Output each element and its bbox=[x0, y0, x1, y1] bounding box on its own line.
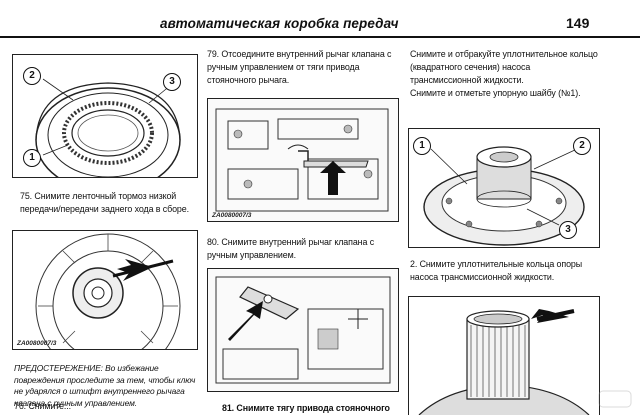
callout-2: 2 bbox=[573, 137, 591, 155]
figure-valve-lever-linkage: ZA0080007/3 bbox=[207, 98, 399, 222]
text-step-79: 79. Отсоедините внутренний рычаг клапана… bbox=[207, 49, 392, 85]
callout-3: 3 bbox=[163, 73, 181, 91]
callout-1: 1 bbox=[413, 137, 431, 155]
figure-ring-gear: ZA0080007/3 bbox=[12, 230, 198, 350]
caption-step-75: 75. Снимите ленточный тормоз низкой пере… bbox=[20, 191, 189, 214]
figure-pump-support-rings bbox=[408, 296, 600, 415]
caution-note: ПРЕДОСТЕРЕЖЕНИЕ: Во избежание повреждени… bbox=[14, 363, 196, 408]
watermark-logo bbox=[598, 390, 632, 408]
figure-code: ZA0080007/3 bbox=[212, 212, 252, 219]
text-step-2: 2. Снимите уплотнительные кольца опоры н… bbox=[410, 259, 583, 282]
text-step-81: 81. Снимите тягу привода стояночного bbox=[222, 403, 390, 413]
text-remove-thrust-washer: Снимите и отметьте упорную шайбу (№1). bbox=[410, 88, 581, 98]
manual-valve-illustration bbox=[208, 269, 398, 391]
running-header-title: автоматическая коробка передач bbox=[160, 16, 399, 31]
band-brake-illustration bbox=[35, 78, 181, 177]
text-step-80: 80. Снимите внутренний рычаг клапана с р… bbox=[207, 237, 375, 260]
page-number: 149 bbox=[566, 15, 590, 31]
pump-support-illustration bbox=[423, 146, 585, 246]
figure-pump-support: 1 2 3 bbox=[408, 128, 600, 248]
figure-code: ZA0080007/3 bbox=[17, 340, 57, 347]
header-rule bbox=[0, 36, 640, 38]
text-remove-o-ring: Снимите и отбракуйте уплотнительное коль… bbox=[410, 49, 598, 85]
callout-3: 3 bbox=[559, 221, 577, 239]
next-step-fragment: 76. Снимите... bbox=[14, 401, 72, 411]
callout-2: 2 bbox=[23, 67, 41, 85]
callout-1: 1 bbox=[23, 149, 41, 167]
figure-manual-valve-lever bbox=[207, 268, 399, 392]
valve-body-illustration bbox=[208, 99, 398, 221]
pump-rings-illustration bbox=[418, 309, 590, 415]
ring-gear-illustration bbox=[35, 233, 181, 349]
figure-band-brake: 2 3 1 bbox=[12, 54, 198, 178]
